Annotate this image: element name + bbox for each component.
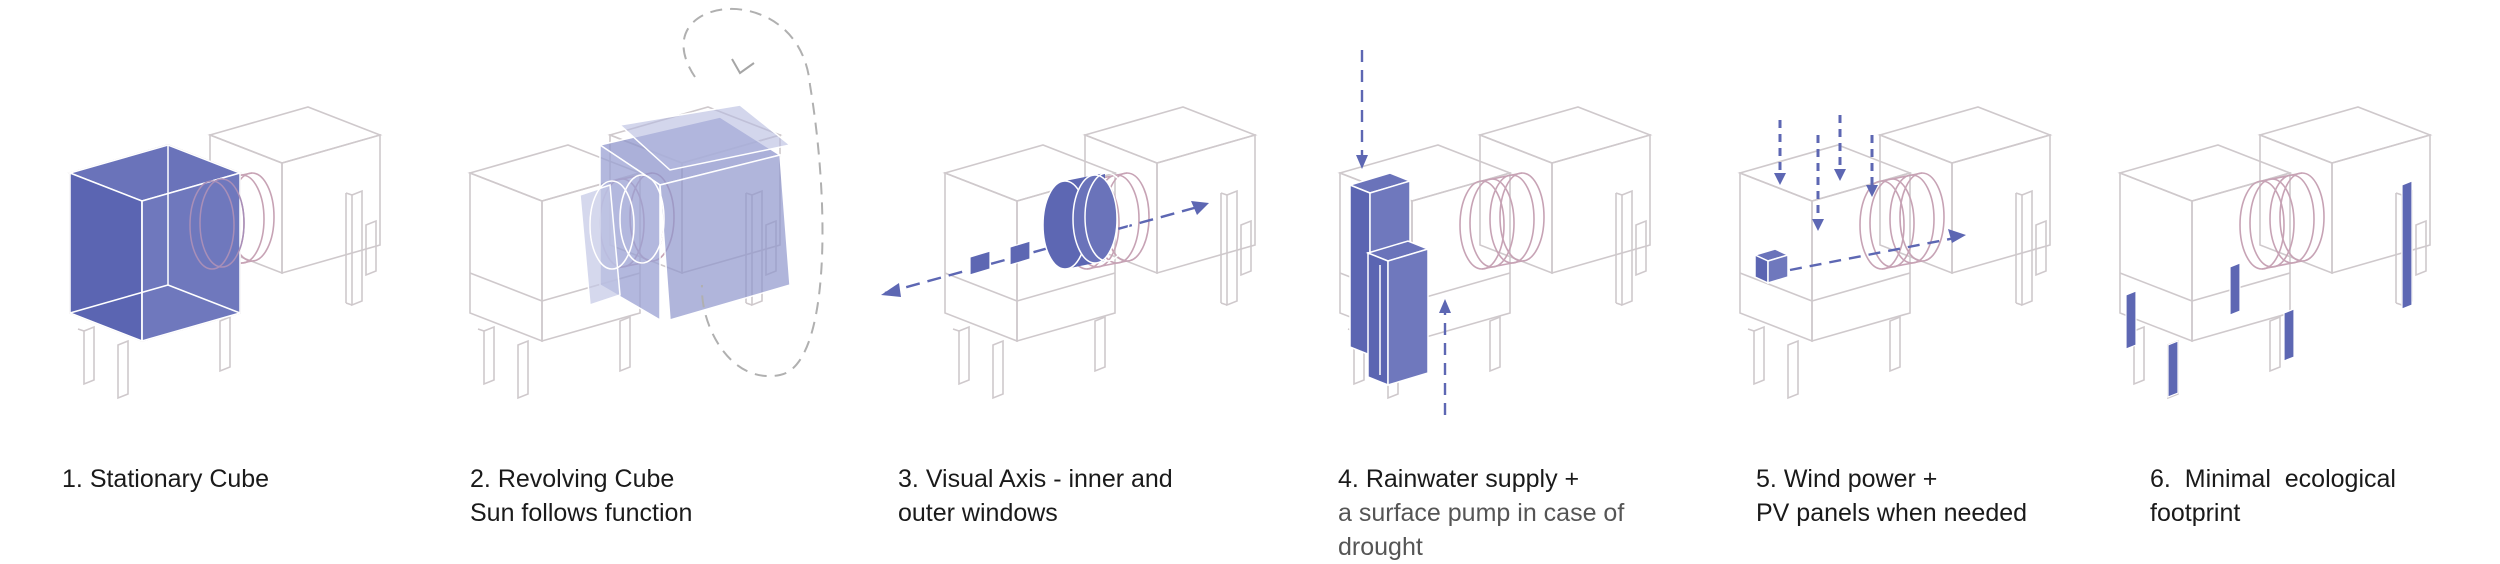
step-4-title: Rainwater supply + — [1365, 465, 1580, 493]
highlighted-legs — [2125, 180, 2413, 398]
step-6-title: Minimal ecological — [2177, 465, 2396, 493]
caption-step-2: 2. Revolving Cube Sun follows function — [470, 462, 870, 530]
pump-unit — [1365, 240, 1431, 387]
step-5-number: 5. — [1756, 465, 1777, 493]
small-window-left — [969, 240, 1031, 276]
panel-5-wind-power — [1739, 106, 2051, 399]
step-4-line2: a surface pump in case of — [1338, 499, 1625, 527]
panel-3-visual-axis — [881, 106, 1256, 399]
step-4-number: 4. — [1338, 465, 1359, 493]
caption-step-6: 6. Minimal ecological footprint — [2150, 462, 2500, 530]
step-6-line2: footprint — [2150, 499, 2241, 527]
step-2-line2: Sun follows function — [470, 499, 693, 527]
step-3-title: Visual Axis - inner and — [925, 465, 1173, 493]
rotation-arrow — [682, 8, 824, 378]
pv-panel — [1752, 248, 1791, 285]
step-6-number: 6. — [2150, 465, 2171, 493]
panel-2-revolving-cube — [469, 8, 824, 399]
panel-4-rainwater — [1339, 50, 1651, 415]
filled-cube — [67, 144, 243, 343]
caption-step-3: 3. Visual Axis - inner and outer windows — [898, 462, 1298, 530]
step-5-line2: PV panels when needed — [1756, 499, 2028, 527]
step-2-number: 2. — [470, 465, 491, 493]
step-4-line3: drought — [1338, 533, 1423, 561]
caption-step-1: 1. Stationary Cube — [62, 462, 462, 496]
step-1-title: Stationary Cube — [89, 465, 270, 493]
caption-step-5: 5. Wind power + PV panels when needed — [1756, 462, 2156, 530]
step-1-number: 1. — [62, 465, 83, 493]
revolving-cube — [579, 104, 792, 322]
step-3-number: 3. — [898, 465, 919, 493]
step-2-title: Revolving Cube — [497, 465, 675, 493]
panel-1-stationary-cube — [67, 106, 381, 399]
step-5-title: Wind power + — [1783, 465, 1938, 493]
caption-step-4: 4. Rainwater supply + a surface pump in … — [1338, 462, 1738, 564]
step-3-line2: outer windows — [898, 499, 1058, 527]
panel-6-footprint — [2119, 106, 2431, 399]
cylinder-window — [1042, 172, 1130, 270]
